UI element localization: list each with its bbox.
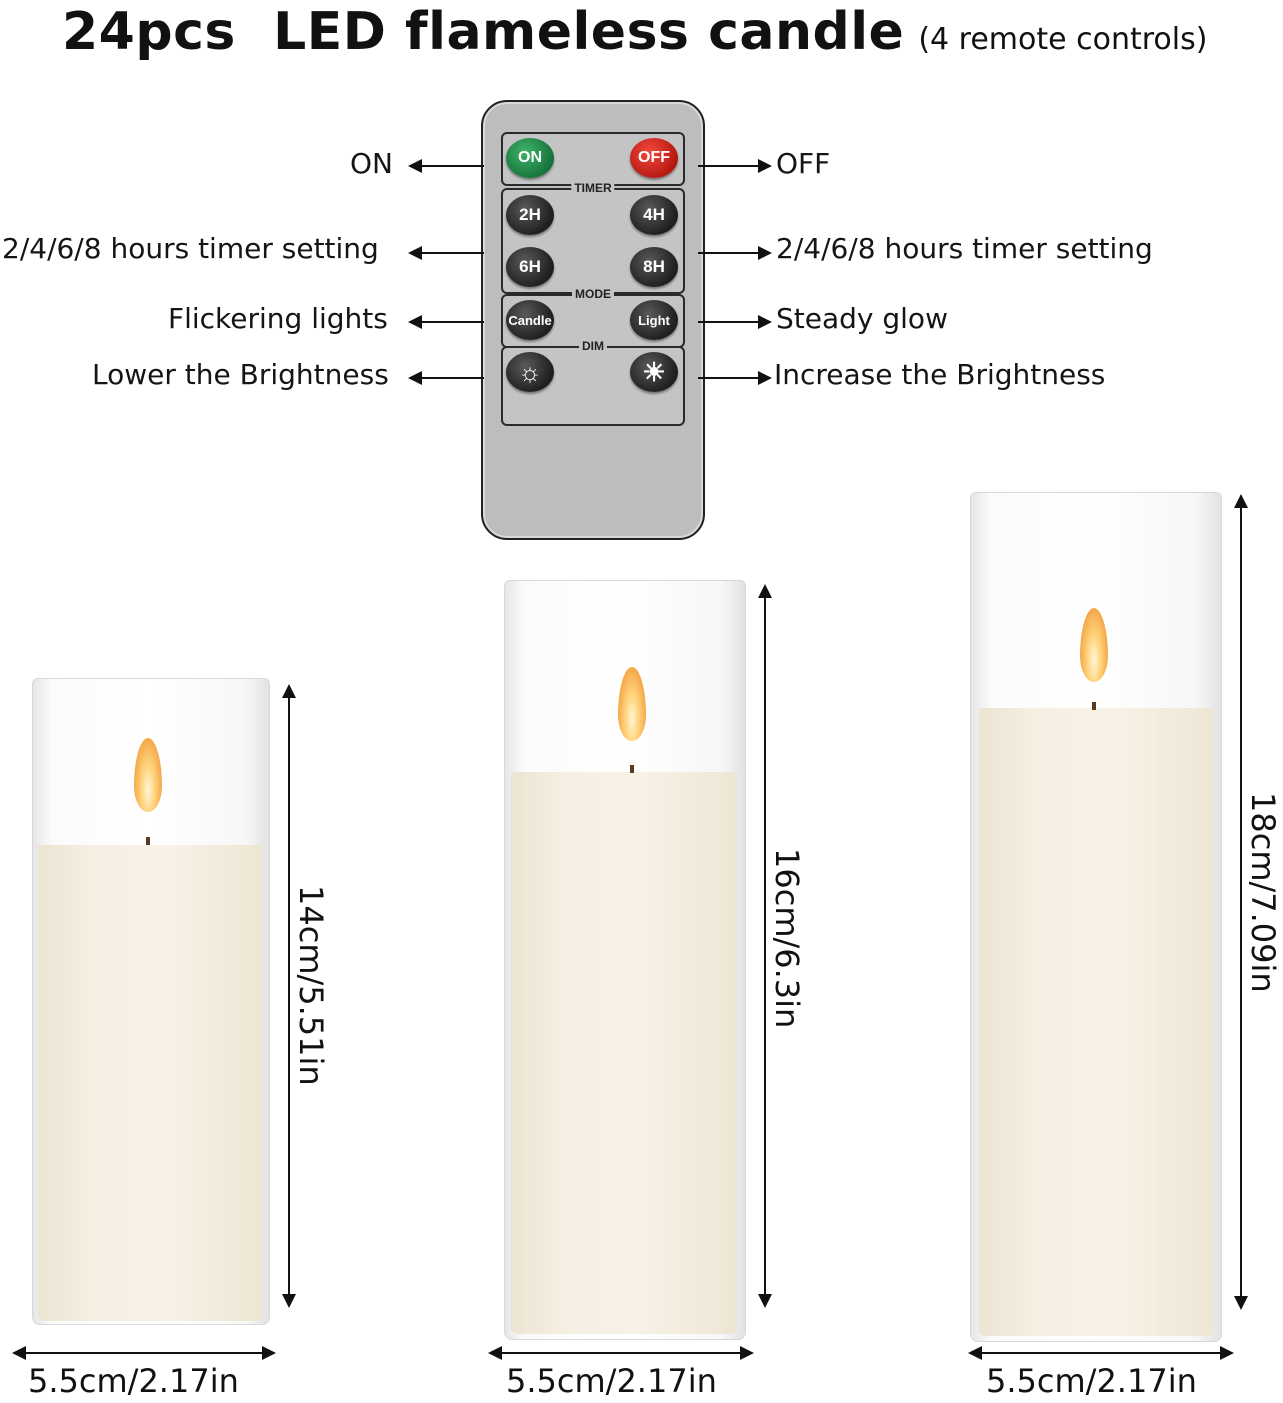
width-dimension-arrow bbox=[12, 1346, 276, 1360]
wax-pillar bbox=[38, 845, 262, 1321]
off-arrow bbox=[698, 159, 772, 173]
flame bbox=[618, 667, 646, 741]
on-arrow bbox=[408, 159, 484, 173]
dim-down-button[interactable]: ☼ bbox=[506, 352, 554, 392]
width-dimension-arrow bbox=[968, 1346, 1234, 1360]
remote-control: ON OFF TIMER 2H 4H 6H 8H MODE Candle Lig… bbox=[481, 100, 705, 540]
dim-panel: DIM ☼ ☀ bbox=[501, 339, 685, 426]
on-label: ON bbox=[350, 147, 393, 180]
wax-pillar bbox=[979, 708, 1213, 1336]
steady-label: Steady glow bbox=[776, 302, 948, 335]
timer-8h-button[interactable]: 8H bbox=[630, 247, 678, 287]
sun-outline-icon: ☼ bbox=[518, 356, 542, 387]
timer-right-label: 2/4/6/8 hours timer setting bbox=[776, 232, 1153, 265]
width-label: 5.5cm/2.17in bbox=[986, 1362, 1197, 1400]
wax-pillar bbox=[511, 772, 737, 1334]
height-label: 14cm/5.51in bbox=[292, 885, 330, 1086]
timer-left-arrow bbox=[408, 246, 484, 260]
timer-2h-button[interactable]: 2H bbox=[506, 195, 554, 235]
mode-section-label: MODE bbox=[572, 287, 614, 301]
candle-mode-button[interactable]: Candle bbox=[506, 300, 554, 340]
wick bbox=[146, 837, 150, 845]
light-mode-button[interactable]: Light bbox=[630, 300, 678, 340]
height-dimension-arrow bbox=[282, 684, 296, 1308]
flame bbox=[1080, 608, 1108, 682]
flicker-arrow bbox=[408, 315, 484, 329]
dim-up-button[interactable]: ☀ bbox=[630, 352, 678, 392]
steady-arrow bbox=[698, 315, 772, 329]
flicker-label: Flickering lights bbox=[168, 302, 388, 335]
width-label: 5.5cm/2.17in bbox=[506, 1362, 717, 1400]
dim-section-label: DIM bbox=[579, 339, 607, 353]
timer-panel: TIMER 2H 4H 6H 8H bbox=[501, 181, 685, 294]
height-dimension-arrow bbox=[758, 584, 772, 1308]
power-panel: ON OFF bbox=[501, 132, 685, 186]
height-label: 16cm/6.3in bbox=[768, 848, 806, 1029]
timer-6h-button[interactable]: 6H bbox=[506, 247, 554, 287]
height-dimension-arrow bbox=[1234, 494, 1248, 1310]
increase-arrow bbox=[698, 371, 772, 385]
wick bbox=[1092, 702, 1096, 710]
off-label: OFF bbox=[776, 147, 831, 180]
width-dimension-arrow bbox=[488, 1346, 754, 1360]
timer-right-arrow bbox=[698, 246, 772, 260]
title-main: 24pcs LED flameless candle bbox=[62, 2, 905, 62]
width-label: 5.5cm/2.17in bbox=[28, 1362, 239, 1400]
off-button[interactable]: OFF bbox=[630, 138, 678, 178]
title-sub: (4 remote controls) bbox=[918, 22, 1208, 57]
lower-arrow bbox=[408, 371, 484, 385]
timer-left-label: 2/4/6/8 hours timer setting bbox=[2, 232, 379, 265]
page-title: 24pcs LED flameless candle (4 remote cont… bbox=[62, 2, 1207, 62]
timer-4h-button[interactable]: 4H bbox=[630, 195, 678, 235]
lower-brightness-label: Lower the Brightness bbox=[92, 358, 389, 391]
height-label: 18cm/7.09in bbox=[1244, 792, 1282, 993]
sun-filled-icon: ☀ bbox=[642, 356, 666, 387]
timer-section-label: TIMER bbox=[571, 181, 615, 195]
on-button[interactable]: ON bbox=[506, 138, 554, 178]
increase-brightness-label: Increase the Brightness bbox=[774, 358, 1106, 391]
flame bbox=[134, 738, 162, 812]
wick bbox=[630, 765, 634, 773]
